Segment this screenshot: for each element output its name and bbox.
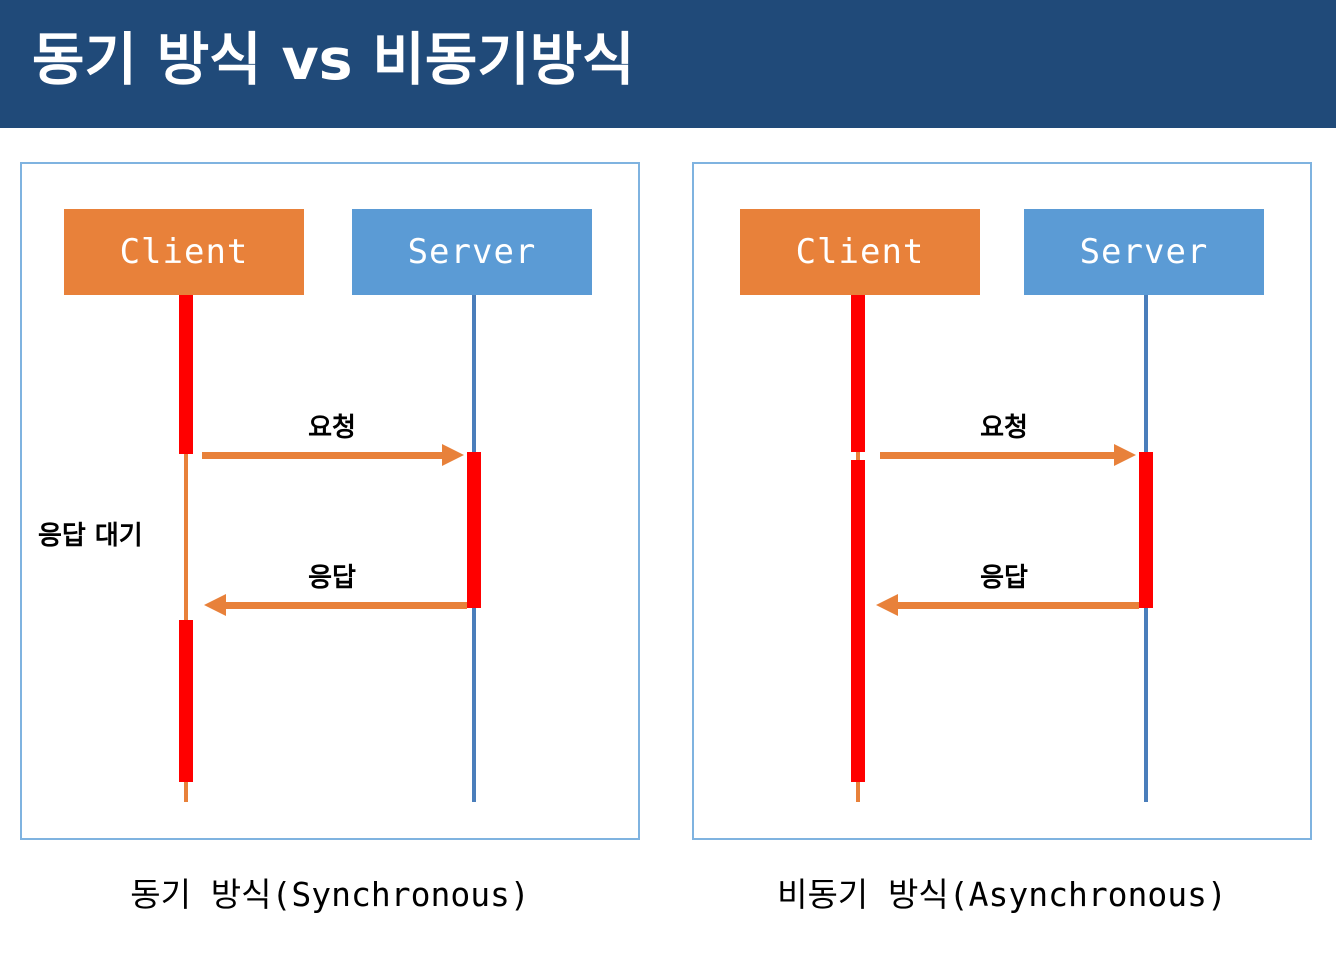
activation-client-async-lower bbox=[851, 460, 865, 782]
message-line-request-sync bbox=[202, 452, 442, 459]
arrow-head-response-sync bbox=[204, 594, 226, 616]
diagram-panel-synchronous: Client Server 요청 응답 응답 대기 bbox=[20, 162, 640, 840]
lifeline-client-sync bbox=[184, 294, 188, 802]
message-label-request-async: 요청 bbox=[980, 413, 1028, 443]
message-line-response-sync bbox=[226, 602, 467, 609]
note-waiting-for-response: 응답 대기 bbox=[38, 521, 143, 551]
activation-server-async bbox=[1139, 452, 1153, 608]
message-line-request-async bbox=[880, 452, 1114, 459]
arrow-head-request-sync bbox=[442, 444, 464, 466]
arrow-head-request-async bbox=[1114, 444, 1136, 466]
arrow-head-response-async bbox=[876, 594, 898, 616]
message-line-response-async bbox=[898, 602, 1139, 609]
participant-server-sync[interactable]: Server bbox=[352, 209, 592, 295]
message-label-request-sync: 요청 bbox=[308, 413, 356, 443]
slide-header-bar: 동기 방식 vs 비동기방식 bbox=[0, 0, 1336, 128]
message-label-response-async: 응답 bbox=[980, 563, 1028, 593]
diagram-panel-asynchronous: Client Server 요청 응답 bbox=[692, 162, 1312, 840]
participant-client-async[interactable]: Client bbox=[740, 209, 980, 295]
caption-synchronous: 동기 방식(Synchronous) bbox=[130, 875, 530, 914]
activation-client-async-upper bbox=[851, 294, 865, 452]
participant-server-async[interactable]: Server bbox=[1024, 209, 1264, 295]
activation-server-sync bbox=[467, 452, 481, 608]
caption-asynchronous: 비동기 방식(Asynchronous) bbox=[777, 875, 1227, 914]
message-label-response-sync: 응답 bbox=[308, 563, 356, 593]
page-title: 동기 방식 vs 비동기방식 bbox=[32, 27, 635, 93]
activation-client-sync-resume bbox=[179, 620, 193, 782]
activation-client-sync-request bbox=[179, 294, 193, 454]
participant-client-sync[interactable]: Client bbox=[64, 209, 304, 295]
